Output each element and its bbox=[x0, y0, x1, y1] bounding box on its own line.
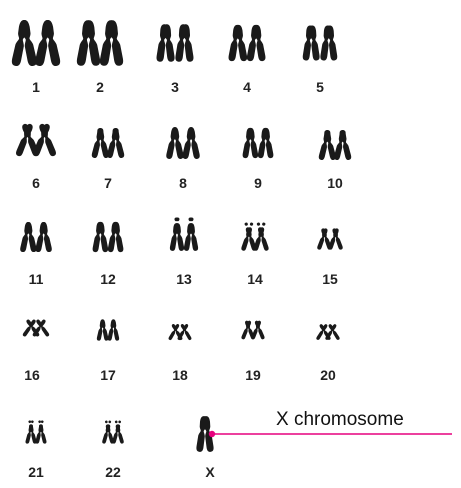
chromosome-pair-10 bbox=[318, 129, 352, 161]
chromosome-number-label: 17 bbox=[100, 367, 116, 383]
chromosome-pair-19 bbox=[240, 320, 266, 340]
callout-dot bbox=[208, 430, 216, 438]
chromosome-number-label: 13 bbox=[176, 271, 192, 287]
chromosome-pair-2 bbox=[75, 19, 125, 67]
chromosome-pair-3 bbox=[155, 23, 195, 63]
chromosome-pair-13 bbox=[169, 217, 199, 252]
chromosome bbox=[333, 129, 352, 161]
chromosome bbox=[99, 19, 125, 67]
chromosome-number-label: 21 bbox=[28, 464, 44, 480]
chromosome-pair-8 bbox=[165, 126, 201, 160]
chromosome-pair-15 bbox=[316, 227, 344, 251]
chromosome bbox=[92, 221, 109, 253]
callout-label: X chromosome bbox=[276, 409, 404, 430]
chromosome-number-label: 18 bbox=[172, 367, 188, 383]
chromosome-number-label: 4 bbox=[243, 79, 251, 95]
chromosome bbox=[240, 222, 258, 252]
chromosome bbox=[327, 227, 344, 251]
chromosome-number-label: X bbox=[205, 464, 215, 480]
chromosome bbox=[176, 323, 193, 341]
chromosome bbox=[165, 126, 185, 160]
chromosome-number-label: 12 bbox=[100, 271, 116, 287]
chromosome bbox=[91, 127, 110, 159]
chromosome-pair-9 bbox=[242, 127, 274, 159]
chromosome bbox=[19, 221, 38, 253]
chromosome bbox=[252, 222, 270, 252]
chromosome-number-label: 8 bbox=[179, 175, 187, 191]
chromosome bbox=[111, 420, 125, 445]
chromosome bbox=[302, 25, 321, 61]
chromosome bbox=[250, 320, 266, 340]
chromosome-number-label: 5 bbox=[316, 79, 324, 95]
chromosome-pair-6 bbox=[14, 122, 58, 158]
chromosome-pair-12 bbox=[92, 221, 124, 253]
chromosome-pair-1 bbox=[10, 19, 62, 67]
chromosome-number-label: 7 bbox=[104, 175, 112, 191]
x-chromosome-callout: X chromosome bbox=[208, 409, 452, 438]
chromosome-number-label: 6 bbox=[32, 175, 40, 191]
chromosome-number-label: 15 bbox=[322, 271, 338, 287]
chromosome bbox=[242, 127, 259, 159]
chromosome bbox=[34, 19, 62, 67]
chromosome bbox=[246, 24, 267, 62]
chromosome bbox=[106, 127, 125, 159]
chromosome bbox=[319, 25, 338, 61]
chromosome-number-label: 3 bbox=[171, 79, 179, 95]
chromosome-pair-18 bbox=[167, 323, 193, 341]
chromosome-pair-17 bbox=[96, 318, 120, 342]
chromosome-pair-11 bbox=[19, 221, 53, 253]
chromosome bbox=[174, 23, 195, 63]
chromosome-pair-5 bbox=[302, 25, 338, 61]
chromosome bbox=[318, 129, 337, 161]
chromosome-number-label: 16 bbox=[24, 367, 40, 383]
chromosome bbox=[25, 420, 38, 445]
chromosome-pair-16 bbox=[22, 318, 50, 338]
chromosome-number-label: 1 bbox=[32, 79, 40, 95]
chromosome bbox=[181, 126, 201, 160]
chromosome-number-label: 19 bbox=[245, 367, 261, 383]
chromosome bbox=[257, 127, 274, 159]
chromosome bbox=[75, 19, 101, 67]
chromosome bbox=[169, 217, 185, 252]
chromosome-number-label: 20 bbox=[320, 367, 336, 383]
chromosome-number-label: 10 bbox=[327, 175, 343, 191]
chromosome-pair-4 bbox=[227, 24, 267, 62]
chromosome bbox=[101, 420, 115, 445]
chromosome bbox=[10, 19, 38, 67]
chromosome-number-label: 14 bbox=[247, 271, 263, 287]
chromosome-number-label: 9 bbox=[254, 175, 262, 191]
chromosome bbox=[183, 217, 199, 252]
chromosome-pair-22 bbox=[101, 420, 125, 445]
chromosome bbox=[227, 24, 248, 62]
chromosome-pair-14 bbox=[240, 222, 270, 252]
chromosome bbox=[107, 318, 120, 342]
chromosome bbox=[34, 420, 47, 445]
chromosome bbox=[32, 122, 58, 158]
chromosome-pairs bbox=[10, 19, 352, 453]
chromosome-number-label: 11 bbox=[29, 271, 44, 287]
chromosome bbox=[107, 221, 124, 253]
chromosome-pair-20 bbox=[315, 323, 341, 341]
chromosome-number-label: 2 bbox=[96, 79, 104, 95]
chromosome-number-label: 22 bbox=[105, 464, 121, 480]
chromosome bbox=[155, 23, 176, 63]
chromosome-pair-21 bbox=[25, 420, 47, 445]
chromosome bbox=[34, 221, 53, 253]
chromosome bbox=[96, 318, 109, 342]
chromosome-pair-7 bbox=[91, 127, 125, 159]
